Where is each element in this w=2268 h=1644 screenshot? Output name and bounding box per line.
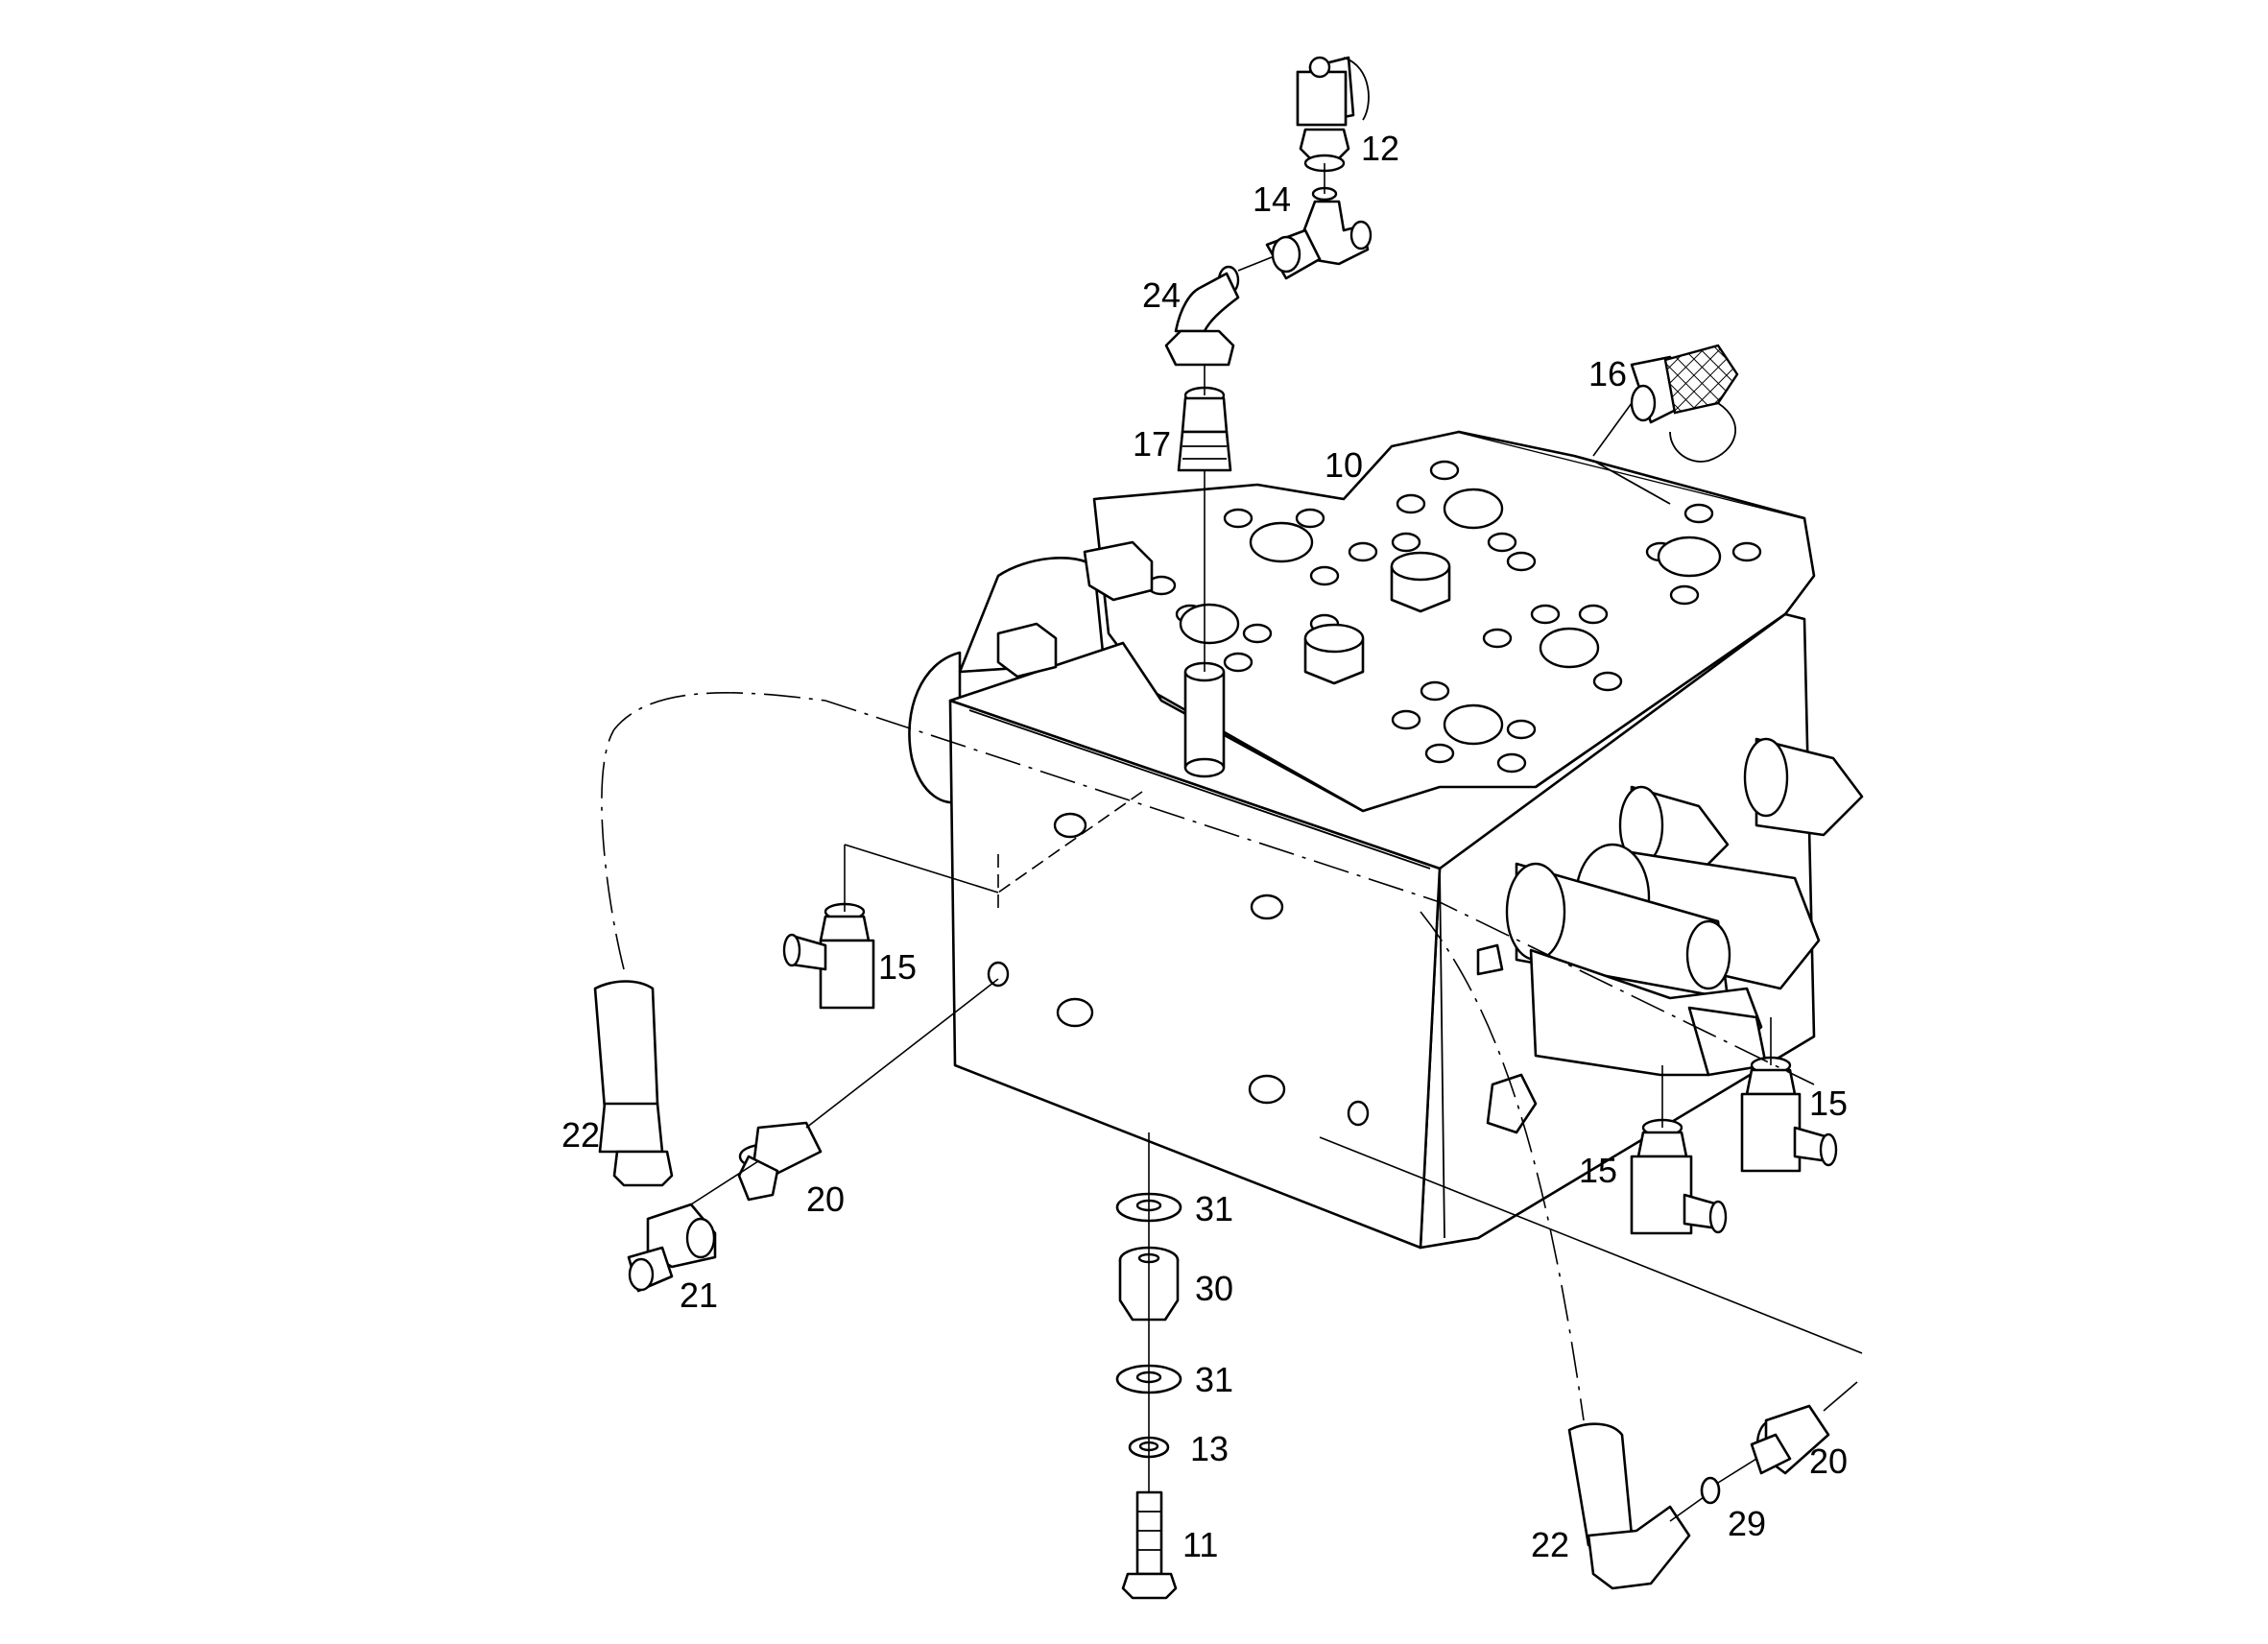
part-16-test-coupling xyxy=(1592,344,1739,463)
callout-22-right: 22 xyxy=(1531,1525,1569,1564)
front-face-ports xyxy=(987,812,1370,1127)
part-29-oring xyxy=(1700,1476,1721,1505)
callout-labels: 12 14 24 16 17 10 15 15 15 22 20 21 31 3… xyxy=(561,129,1848,1564)
assembly-lines xyxy=(601,163,1863,1522)
callout-24: 24 xyxy=(1142,275,1181,315)
callout-15-bottom: 15 xyxy=(1579,1151,1617,1190)
part-22-hose-right xyxy=(1567,1422,1691,1590)
callout-31-top: 31 xyxy=(1195,1189,1233,1228)
callout-12: 12 xyxy=(1361,129,1399,168)
part-11-bolt xyxy=(1121,1490,1178,1600)
callout-10: 10 xyxy=(1325,445,1363,485)
callout-16: 16 xyxy=(1588,354,1627,393)
part-24-elbow xyxy=(1164,265,1240,367)
part-17-adapter xyxy=(1177,386,1232,472)
part-15-tee-right xyxy=(1740,1056,1838,1173)
standoff xyxy=(1183,661,1226,778)
callout-31-bottom: 31 xyxy=(1195,1360,1233,1399)
callout-15-right: 15 xyxy=(1809,1084,1848,1123)
part-15-tee-left xyxy=(782,902,875,1010)
top-plugs xyxy=(1303,551,1451,685)
part-21-tee xyxy=(627,1203,717,1293)
part-22-hose-left xyxy=(593,980,674,1187)
callout-29: 29 xyxy=(1728,1504,1766,1543)
callout-13: 13 xyxy=(1190,1429,1229,1468)
part-14-tee xyxy=(1265,186,1373,280)
part-15-tee-bottom xyxy=(1630,1118,1728,1235)
callout-17: 17 xyxy=(1133,424,1171,464)
callout-11: 11 xyxy=(1182,1525,1218,1564)
left-block-fittings xyxy=(996,540,1154,679)
callout-30: 30 xyxy=(1195,1269,1233,1308)
callout-22-left: 22 xyxy=(561,1115,600,1155)
callout-20-left: 20 xyxy=(806,1179,845,1219)
callout-15-left: 15 xyxy=(878,947,917,987)
callout-20-right: 20 xyxy=(1809,1441,1848,1481)
callout-21: 21 xyxy=(680,1275,718,1315)
callout-14: 14 xyxy=(1253,179,1291,219)
part-12-test-coupling xyxy=(1296,56,1370,173)
part-20-nipple-right xyxy=(1750,1404,1830,1475)
